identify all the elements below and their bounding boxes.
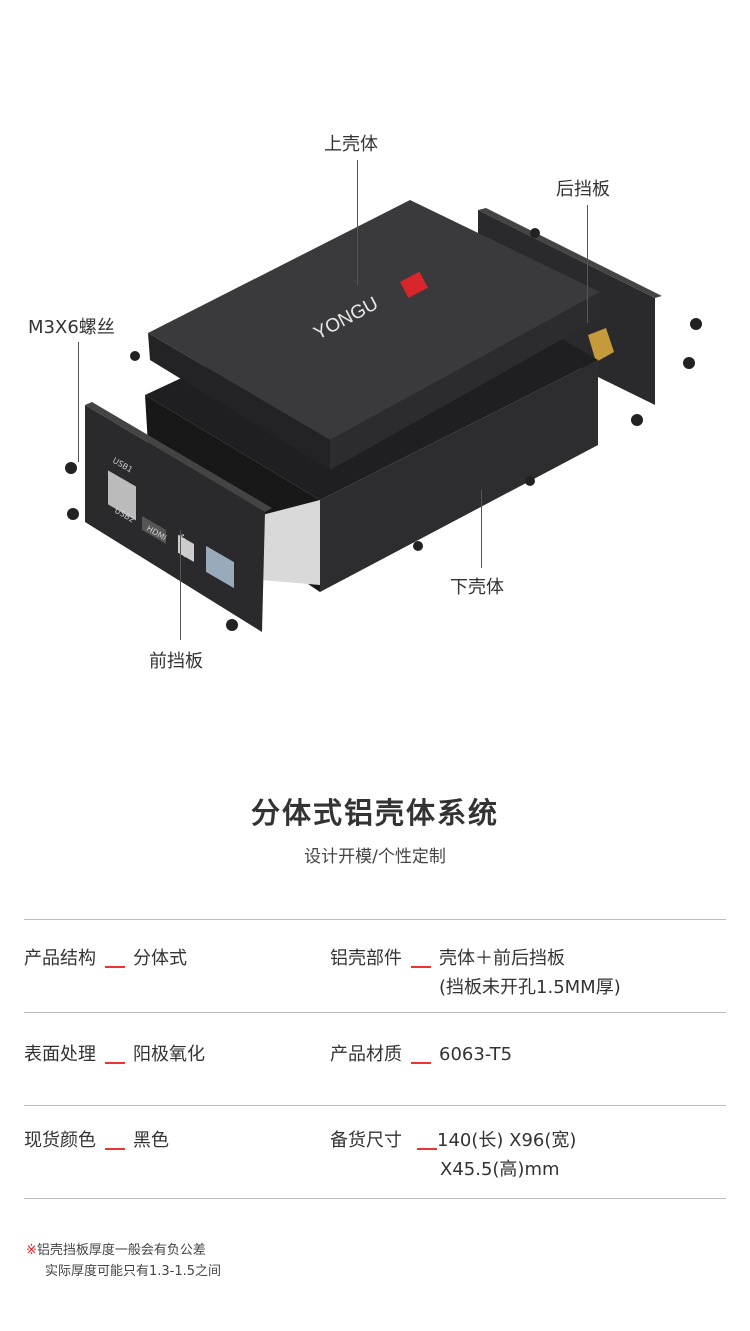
red-dash — [411, 966, 431, 968]
callout-bottom-shell: 下壳体 — [450, 577, 504, 598]
leader-line — [180, 530, 181, 640]
top-shell — [148, 200, 600, 440]
callout-front-plate: 前挡板 — [149, 651, 203, 672]
spec-value: 壳体＋前后挡板 — [439, 948, 565, 969]
divider — [24, 1012, 726, 1013]
spec-value: 阳极氧化 — [133, 1044, 205, 1065]
section-title: 分体式铝壳体系统 — [250, 796, 499, 830]
spec-size: 备货尺寸 140(长) X96(宽) X45.5(高)mm — [330, 1126, 576, 1184]
divider — [24, 919, 726, 920]
spec-color: 现货颜色 黑色 — [24, 1126, 169, 1155]
callout-top-shell: 上壳体 — [324, 134, 378, 155]
red-dash — [417, 1148, 437, 1150]
spec-label: 产品结构 — [24, 948, 96, 969]
leader-line — [587, 205, 588, 323]
spec-value-line2: (挡板未开孔1.5MM厚) — [439, 977, 621, 998]
screws — [65, 228, 702, 631]
connector-gold — [588, 328, 614, 362]
spec-label: 现货颜色 — [24, 1130, 96, 1151]
spec-value-line2: X45.5(高)mm — [440, 1159, 560, 1180]
leader-line — [357, 160, 358, 285]
callout-screw: M3X6螺丝 — [28, 317, 115, 338]
red-dash — [411, 1062, 431, 1064]
enclosure-illustration: YONGU USB1 USB2 HDMI Molex — [65, 200, 702, 632]
spec-value: 分体式 — [133, 948, 187, 969]
spec-parts: 铝壳部件 壳体＋前后挡板 (挡板未开孔1.5MM厚) — [330, 944, 621, 1002]
red-dash — [105, 1062, 125, 1064]
divider — [24, 1198, 726, 1199]
note-line-1: 铝壳挡板厚度一般会有负公差 — [36, 1243, 206, 1258]
leader-line — [78, 342, 79, 462]
spec-label: 铝壳部件 — [330, 948, 402, 969]
red-dash — [105, 966, 125, 968]
spec-label: 产品材质 — [330, 1044, 402, 1065]
footnote: ※铝壳挡板厚度一般会有负公差 实际厚度可能只有1.3-1.5之间 — [26, 1240, 221, 1282]
note-line-2: 实际厚度可能只有1.3-1.5之间 — [45, 1264, 222, 1279]
callout-back-plate: 后挡板 — [556, 179, 610, 200]
spec-value: 黑色 — [133, 1130, 169, 1151]
section-subtitle: 设计开模/个性定制 — [304, 847, 446, 867]
divider — [24, 1105, 726, 1106]
note-mark: ※ — [26, 1243, 37, 1258]
spec-surface: 表面处理 阳极氧化 — [24, 1040, 205, 1069]
spec-label: 备货尺寸 — [330, 1130, 402, 1151]
red-dash — [105, 1148, 125, 1150]
spec-value: 140(长) X96(宽) — [437, 1130, 577, 1151]
spec-value: 6063-T5 — [439, 1044, 513, 1065]
spec-structure: 产品结构 分体式 — [24, 944, 187, 973]
spec-label: 表面处理 — [24, 1044, 96, 1065]
spec-material: 产品材质 6063-T5 — [330, 1040, 512, 1069]
leader-line — [481, 490, 482, 568]
